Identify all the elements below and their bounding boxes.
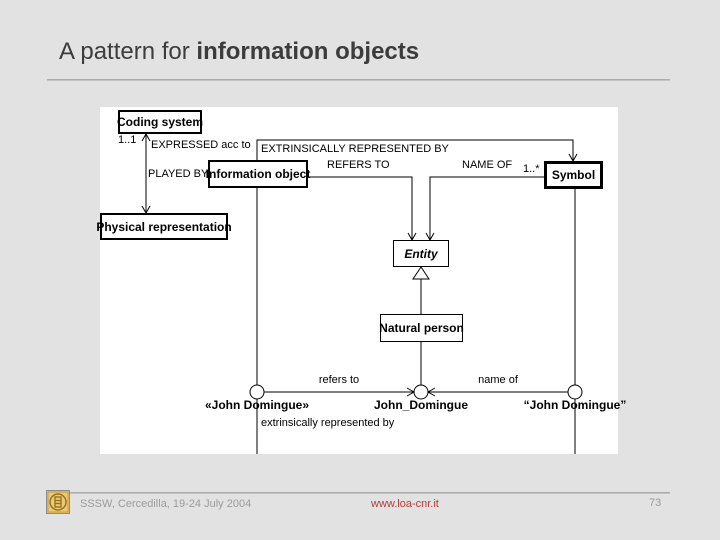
diagram-panel: Coding system Information object Symbol … — [96, 107, 626, 454]
label-instance-refers-to: refers to — [318, 374, 360, 386]
box-physical-representation: Physical representation — [96, 213, 232, 240]
label-multiplicity-1-1: 1..1 — [118, 134, 137, 146]
slide-title: A pattern for information objects — [59, 38, 419, 66]
label-played-by: PLAYED BY — [148, 168, 209, 180]
box-entity: Entity — [393, 240, 449, 267]
loa-logo-glyph — [54, 496, 62, 508]
footer-divider — [47, 492, 670, 494]
footer-conference-label: SSSW, Cercedilla, 19-24 July 2004 — [80, 498, 252, 510]
label-refers-to: REFERS TO — [327, 159, 390, 171]
box-natural-person: Natural person — [379, 314, 464, 342]
label-instance-extrinsically-represented-by: extrinsically represented by — [261, 417, 395, 429]
label-multiplicity-1-star: 1..* — [523, 163, 540, 175]
footer-page-number: 73 — [649, 497, 662, 509]
label-extrinsically-represented-by: EXTRINSICALLY REPRESENTED BY — [261, 143, 449, 155]
footer-url-link[interactable]: www.loa-cnr.it — [371, 498, 439, 510]
box-symbol: Symbol — [544, 161, 603, 189]
slide-title-bold: information objects — [196, 38, 420, 65]
instance-john-domingue-underscore: John_Domingue — [373, 398, 469, 412]
loa-logo-icon — [46, 490, 70, 514]
box-information-object: Information object — [206, 160, 310, 188]
label-instance-name-of: name of — [478, 374, 518, 386]
title-divider — [47, 79, 670, 81]
label-expressed-acc-to: EXPRESSED acc to — [151, 139, 251, 151]
instance-tails — [256, 399, 576, 454]
label-name-of: NAME OF — [462, 159, 513, 171]
diagram-connectors — [141, 132, 583, 454]
instance-john-domingue-quoted: “John Domingue” — [523, 398, 627, 412]
slide-title-regular: A pattern for — [59, 38, 197, 65]
connector-generalization — [412, 266, 430, 314]
box-coding-system: Coding system — [117, 110, 203, 134]
connector-refers-to — [308, 176, 417, 242]
instance-john-domingue-guillemets: «John Domingue» — [204, 398, 310, 412]
connector-name-of — [425, 176, 544, 242]
